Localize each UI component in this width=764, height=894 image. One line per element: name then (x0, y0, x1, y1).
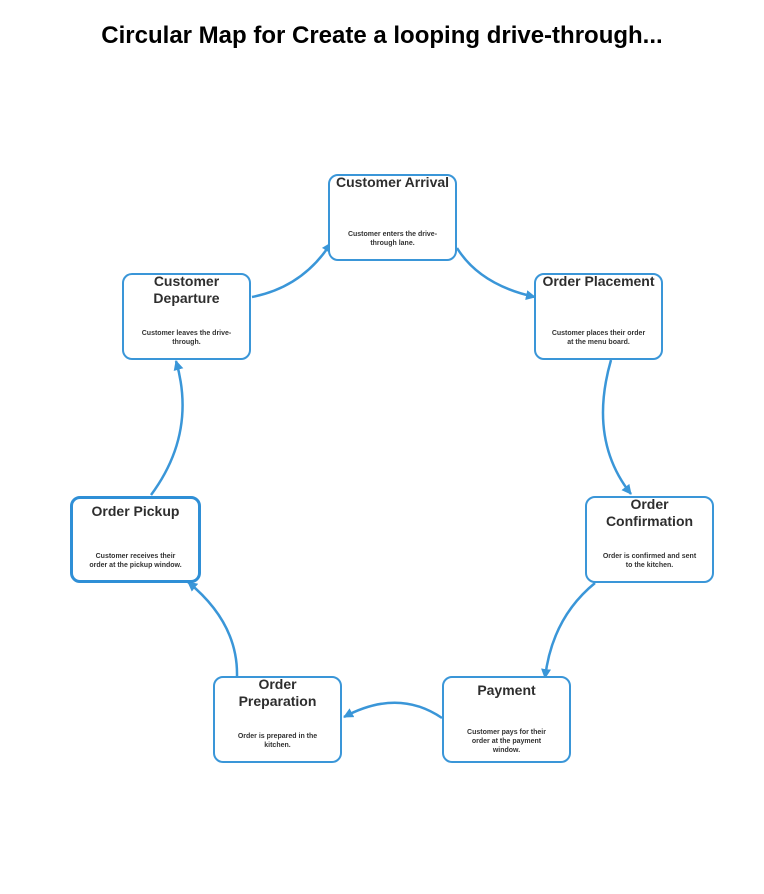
node-title: Order Placement (542, 273, 655, 289)
node-order-placement[interactable]: Order Placement Customer places their or… (534, 273, 663, 360)
edge-payment-to-preparation (343, 701, 443, 720)
edge-departure-to-arrival (251, 242, 333, 299)
node-order-preparation[interactable]: Order Preparation Order is prepared in t… (213, 676, 342, 763)
node-description: Customer pays for their order at the pay… (467, 729, 546, 754)
node-order-confirmation[interactable]: Order Confirmation Order is confirmed an… (585, 496, 714, 583)
node-description: Customer receives their order at the pic… (89, 553, 182, 569)
edge-arrival-to-placement (455, 247, 536, 300)
edge-preparation-to-pickup (187, 581, 239, 677)
node-description: Order is confirmed and sent to the kitch… (602, 553, 697, 569)
node-description: Customer places their order at the menu … (551, 330, 646, 346)
node-title: Payment (477, 682, 536, 698)
diagram-title: Circular Map for Create a looping drive-… (101, 22, 663, 49)
node-description: Customer enters the drive-through lane. (347, 231, 438, 247)
edge-pickup-to-departure (149, 360, 184, 496)
node-title: Customer Departure (153, 273, 220, 306)
node-customer-arrival[interactable]: Customer Arrival Customer enters the dri… (328, 174, 457, 261)
node-title: Order Pickup (91, 503, 180, 519)
edge-placement-to-confirmation (601, 359, 632, 495)
node-title: Order Preparation (238, 676, 317, 709)
node-description: Order is prepared in the kitchen. (237, 733, 318, 749)
node-payment[interactable]: Payment Customer pays for their order at… (442, 676, 571, 763)
node-description: Customer leaves the drive-through. (141, 330, 232, 346)
node-title: Order Confirmation (605, 496, 694, 529)
edge-confirmation-to-payment (541, 582, 596, 679)
node-customer-departure[interactable]: Customer Departure Customer leaves the d… (122, 273, 251, 360)
node-title: Customer Arrival (335, 174, 450, 190)
node-order-pickup[interactable]: Order Pickup Customer receives their ord… (70, 496, 201, 583)
